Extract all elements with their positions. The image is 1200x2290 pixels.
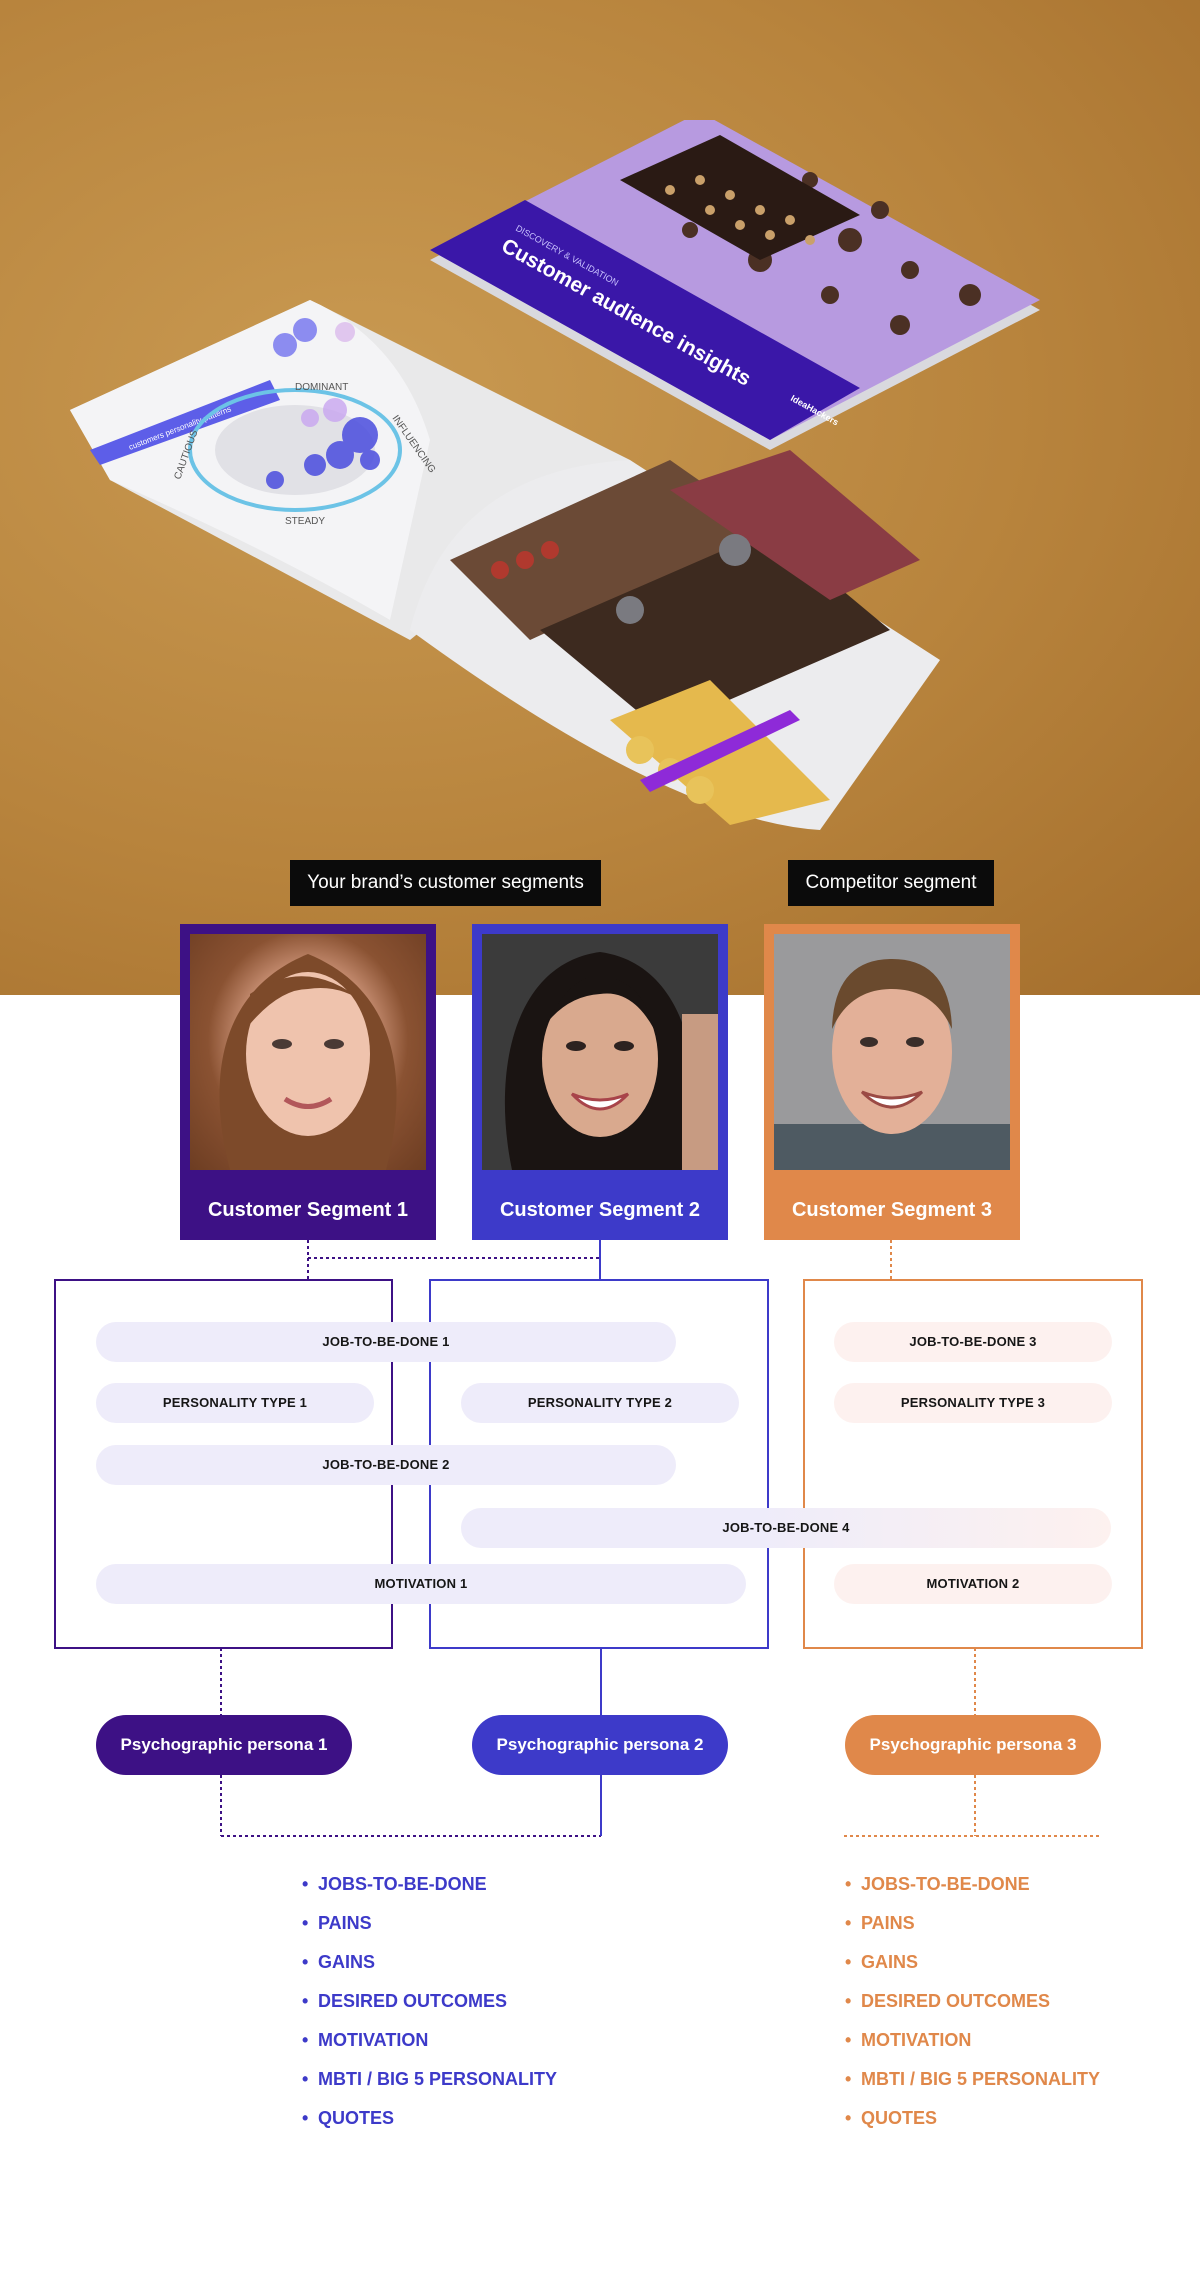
list-item: •JOBS-TO-BE-DONE [302,1874,487,1894]
segment-card-2: Customer Segment 2 [472,924,728,1240]
list-item: •GAINS [302,1952,376,1972]
list-item: •MOTIVATION [302,2030,429,2050]
competitor-segment-tag: Competitor segment [788,860,994,906]
list-item: •MBTI / BIG 5 PERSONALITY [302,2069,558,2089]
persona-3-badge: Psychographic persona 3 [845,1715,1101,1775]
pill-job-to-be-done-2: JOB-TO-BE-DONE 2 [96,1445,676,1485]
pill-motivation-1: MOTIVATION 1 [96,1564,746,1604]
competitor-persona-contents-list: •JOBS-TO-BE-DONE •PAINS •GAINS •DESIRED … [845,1870,1100,2143]
list-item: •PAINS [302,1913,372,1933]
list-item: •QUOTES [302,2108,395,2128]
list-item: •GAINS [845,1952,919,1972]
wheel-label-dominant: DOMINANT [295,382,348,393]
avatar [482,934,718,1170]
list-item: •PAINS [845,1913,915,1933]
segment-label: Customer Segment 3 [791,1199,993,1221]
list-item: •JOBS-TO-BE-DONE [845,1874,1030,1894]
avatar [774,934,1010,1170]
persona-2-badge: Psychographic persona 2 [472,1715,728,1775]
wheel-label-steady: STEADY [285,516,325,527]
segment-label: Customer Segment 1 [207,1199,409,1221]
list-item: •DESIRED OUTCOMES [845,1991,1051,2011]
pill-job-to-be-done-3: JOB-TO-BE-DONE 3 [834,1322,1112,1362]
list-item: •QUOTES [845,2108,938,2128]
brand-persona-contents-list: •JOBS-TO-BE-DONE •PAINS •GAINS •DESIRED … [302,1870,557,2143]
pill-personality-type-2: PERSONALITY TYPE 2 [461,1383,739,1423]
persona-1-badge: Psychographic persona 1 [96,1715,352,1775]
pill-job-to-be-done-4: JOB-TO-BE-DONE 4 [461,1508,1111,1548]
pill-motivation-2: MOTIVATION 2 [834,1564,1112,1604]
closed-book-cover: DISCOVERY & VALIDATION Customer audience… [430,120,1040,450]
pill-personality-type-1: PERSONALITY TYPE 1 [96,1383,374,1423]
list-item: •MOTIVATION [845,2030,972,2050]
segment-label: Customer Segment 2 [499,1199,701,1221]
brand-segments-tag: Your brand’s customer segments [290,860,601,906]
open-book-spread: customers personality patterns DOMINANT … [70,300,940,830]
segment-card-1: Customer Segment 1 [180,924,436,1240]
pill-personality-type-3: PERSONALITY TYPE 3 [834,1383,1112,1423]
list-item: •MBTI / BIG 5 PERSONALITY [845,2069,1101,2089]
hero-background: DISCOVERY & VALIDATION Customer audience… [0,0,1200,995]
pill-job-to-be-done-1: JOB-TO-BE-DONE 1 [96,1322,676,1362]
segment-3-attributes-box [803,1279,1143,1649]
avatar [190,934,426,1170]
segment-card-3: Customer Segment 3 [764,924,1020,1240]
list-item: •DESIRED OUTCOMES [302,1991,508,2011]
